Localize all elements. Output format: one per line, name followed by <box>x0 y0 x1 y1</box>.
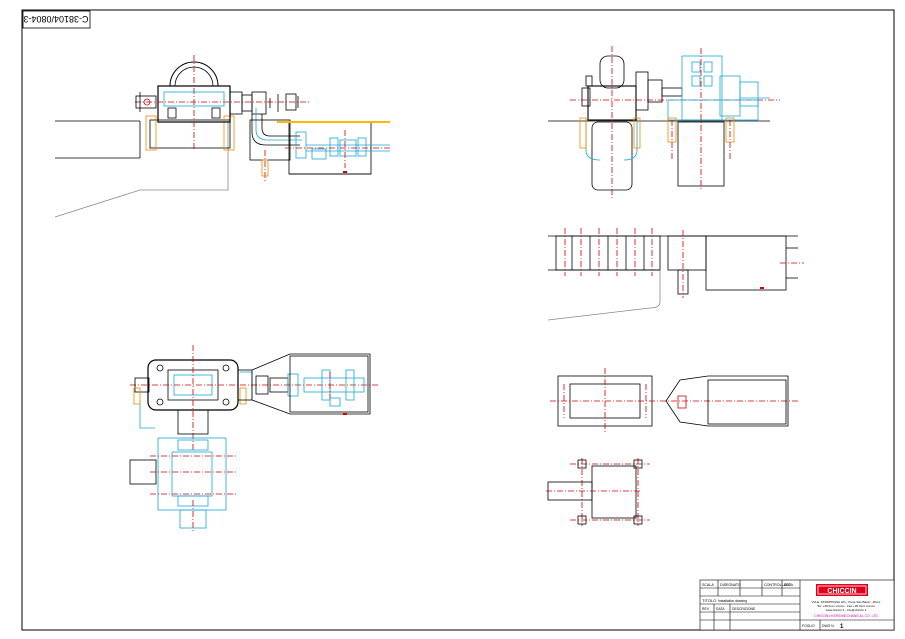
company-address-line-2: Tel. +39 0xxx xxxxxx - Fax +39 0xxx xxxx… <box>817 604 875 608</box>
scale-label: SCALA <box>702 583 714 587</box>
rev-label: REV. <box>702 607 710 611</box>
drawing-number-text: C-38104/0804-3 <box>23 14 88 24</box>
sheet-label: FOGLIO <box>802 624 815 628</box>
company-address-line-1: VIA E. STROPPIANA 3/G - Porte San Bassi … <box>812 600 881 604</box>
rev-date-label: DATA <box>716 607 725 611</box>
drawn-label: DISEGNATO <box>720 583 741 587</box>
checked-label: CONTROLLATO <box>764 583 791 587</box>
title-block-text: SCALA DISEGNATO CONTROLLATO DATA TITOLO … <box>702 583 881 630</box>
view-side-elevation <box>54 55 390 218</box>
view-plan-layout <box>129 345 378 532</box>
company-address-line-3: www.chiccin.it - info@chiccin.it <box>826 608 867 612</box>
drawing-no-value: 1 <box>840 624 844 630</box>
view-section-pit <box>547 228 804 321</box>
company-logo-text: CHICCIN <box>827 588 856 595</box>
view-front-elevation <box>548 46 780 200</box>
title-value: Installation drawing <box>718 599 747 603</box>
sheet-border <box>21 9 895 631</box>
company-logo: CHICCIN <box>816 584 868 596</box>
company-name: CHICCIN HYDROMECHANICAL CO. LTD <box>814 614 878 618</box>
drawing-no-label: DWG N. <box>822 624 835 628</box>
drawing-number-tag: C-38104/0804-3 <box>22 10 91 29</box>
title-label: TITOLO <box>702 598 716 603</box>
view-foundation-plan <box>546 368 800 526</box>
description-label: DESCRIZIONE <box>732 607 756 611</box>
date-label: DATA <box>784 583 794 587</box>
